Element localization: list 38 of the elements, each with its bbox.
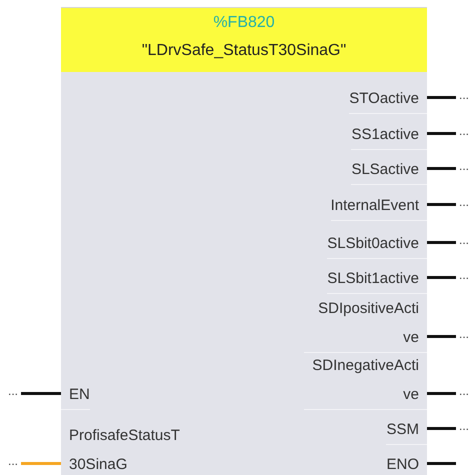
output-pin-label: InternalEvent — [330, 190, 427, 220]
input-pin-label: ProfisafeStatusT 30SinaG — [61, 420, 201, 475]
output-pin-label: SLSactive — [351, 154, 427, 184]
wire — [427, 132, 456, 135]
wire — [427, 392, 456, 395]
wire — [427, 462, 456, 465]
output-pin-label: STOactive — [349, 84, 427, 114]
wire — [427, 241, 456, 244]
placeholder-text: ... — [459, 385, 470, 397]
block-address: %FB820 — [212, 14, 276, 32]
output-pin-label: ENO — [386, 450, 427, 475]
placeholder-text: ... — [459, 89, 470, 101]
wire — [427, 276, 456, 279]
function-block — [61, 7, 427, 475]
output-pin-label: SSM — [386, 414, 427, 444]
placeholder-text: ... — [459, 420, 470, 432]
wire — [427, 96, 456, 99]
wire — [427, 335, 456, 338]
output-pin-label: SDInegativeActi ve — [304, 350, 427, 410]
placeholder-text: ... — [459, 125, 470, 137]
placeholder-text: ... — [459, 196, 470, 208]
output-pin-label: SS1active — [351, 120, 427, 150]
placeholder-text: ... — [459, 328, 470, 340]
input-pin-label: EN — [61, 380, 90, 410]
wire — [427, 427, 456, 430]
placeholder-text: ... — [8, 385, 18, 397]
placeholder-text: ... — [8, 455, 18, 467]
output-pin-label: SDIpositiveActi ve — [304, 294, 427, 352]
wire — [427, 203, 456, 206]
placeholder-text: ... — [459, 160, 470, 172]
wire — [21, 392, 61, 395]
wire — [21, 462, 61, 465]
block-name: "LDrvSafe_StatusT30SinaG" — [140, 42, 348, 60]
output-pin-label: SLSbit0active — [327, 228, 427, 258]
output-pin-label: SLSbit1active — [327, 264, 427, 294]
placeholder-text: ... — [459, 234, 470, 246]
placeholder-text: ... — [459, 269, 470, 281]
wire — [427, 167, 456, 170]
